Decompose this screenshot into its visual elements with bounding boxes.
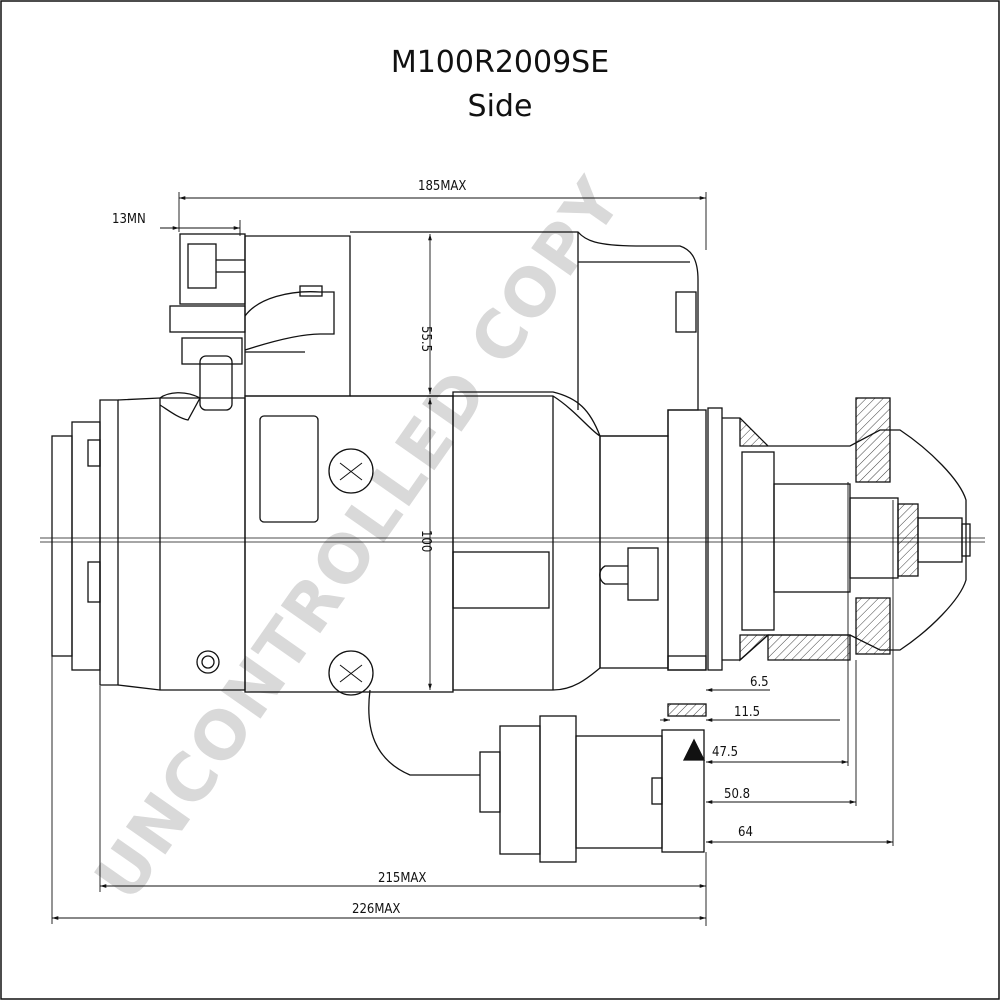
connector xyxy=(479,751,501,813)
dim-185max: 185MAX xyxy=(418,179,466,194)
dimension-lines xyxy=(51,192,894,926)
dim-6-5: 6.5 xyxy=(750,675,769,690)
dim-47-5: 47.5 xyxy=(712,745,738,760)
rear-cap xyxy=(51,435,73,657)
dim-64: 64 xyxy=(738,825,753,840)
dim-13mn: 13MN xyxy=(112,212,146,227)
dim-11-5: 11.5 xyxy=(734,705,760,720)
mounting-flange xyxy=(667,409,707,671)
dim-215max: 215MAX xyxy=(378,871,426,886)
watermark-text: UNCONTROLLED COPY xyxy=(80,164,638,914)
dim-100: 100 xyxy=(418,530,433,552)
dim-50-8: 50.8 xyxy=(724,787,750,802)
dim-226max: 226MAX xyxy=(352,902,400,917)
dim-55-5: 55.5 xyxy=(418,326,433,352)
view-label: Side xyxy=(467,89,533,124)
part-number-title: M100R2009SE xyxy=(390,45,610,80)
motor-outline xyxy=(40,231,985,863)
